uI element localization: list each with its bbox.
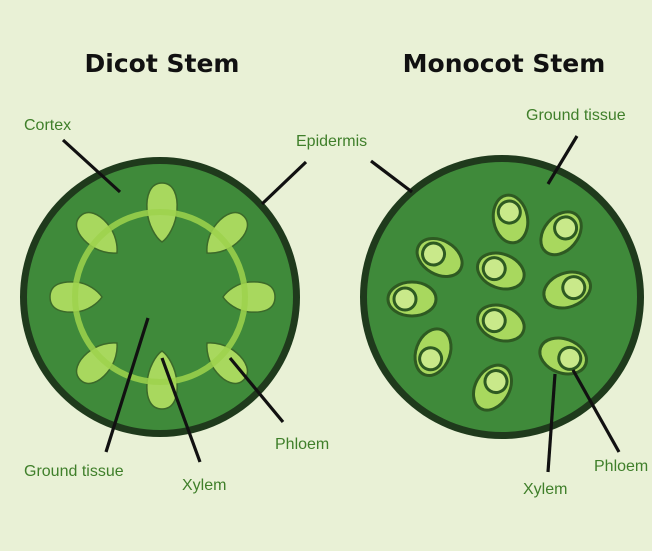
monocot-xylem-region: [392, 286, 418, 312]
monocot-epidermis-leader-line: [370, 159, 413, 194]
dicot-epidermis-label: Epidermis: [296, 133, 367, 150]
monocot-xylem-label: Xylem: [523, 481, 567, 498]
dicot-bundle-bottom-right: [206, 342, 249, 385]
monocot-bundle: [491, 193, 530, 245]
cortex-label: Cortex: [24, 117, 71, 134]
monocot-bundle: [542, 270, 592, 310]
dicot-phloem-leader-line: [228, 356, 285, 424]
monocot-xylem-region: [481, 256, 507, 282]
monocot-xylem-region: [557, 345, 583, 371]
monocot-phloem-leader-line: [571, 369, 621, 453]
dicot-ground-tissue-label: Ground tissue: [24, 463, 124, 480]
monocot-xylem-region: [553, 215, 579, 241]
monocot-ground-tissue-label: Ground tissue: [526, 107, 626, 124]
monocot-bundle: [476, 303, 526, 343]
monocot-xylem-region: [418, 346, 444, 372]
dicot-vascular-bundles: [49, 182, 276, 410]
dicot-stem-diagram: Dicot Stem Cortex Epidermis Ground tissu…: [20, 49, 367, 494]
monocot-bundle: [538, 336, 588, 376]
dicot-epidermis-leader-line: [260, 160, 308, 206]
monocot-xylem-leader-line: [546, 373, 557, 473]
monocot-bundle: [476, 251, 526, 291]
dicot-vascular-ring: [72, 209, 248, 385]
monocot-xylem-region: [421, 241, 447, 267]
dicot-title: Dicot Stem: [85, 49, 240, 78]
monocot-bundle: [472, 363, 513, 412]
dicot-xylem-label: Xylem: [182, 477, 226, 494]
dicot-xylem-leader-line: [160, 357, 202, 463]
dicot-bundle-top-left: [75, 211, 118, 254]
dicot-phloem-label: Phloem: [275, 436, 329, 453]
monocot-xylem-region: [496, 199, 522, 225]
monocot-xylem-region: [481, 308, 507, 334]
monocot-vascular-bundles: [386, 193, 592, 412]
monocot-bundle: [539, 210, 583, 257]
monocot-bundle: [415, 237, 464, 278]
cortex-leader-line: [61, 138, 122, 194]
monocot-title: Monocot Stem: [403, 49, 606, 78]
dicot-bundle-right: [222, 281, 276, 313]
dicot-ground-tissue-leader-line: [104, 317, 150, 453]
dicot-bundle-bottom-left: [75, 342, 118, 385]
monocot-stem-diagram: Monocot Stem Ground tissue Xylem Phloem: [360, 49, 648, 498]
monocot-phloem-label: Phloem: [594, 458, 648, 475]
monocot-ground-tissue-leader-line: [546, 135, 579, 185]
monocot-bundle: [386, 280, 438, 318]
monocot-xylem-region: [561, 275, 587, 301]
dicot-bundle-top-right: [206, 211, 249, 254]
monocot-bundle: [413, 327, 453, 377]
monocot-xylem-region: [483, 369, 509, 395]
